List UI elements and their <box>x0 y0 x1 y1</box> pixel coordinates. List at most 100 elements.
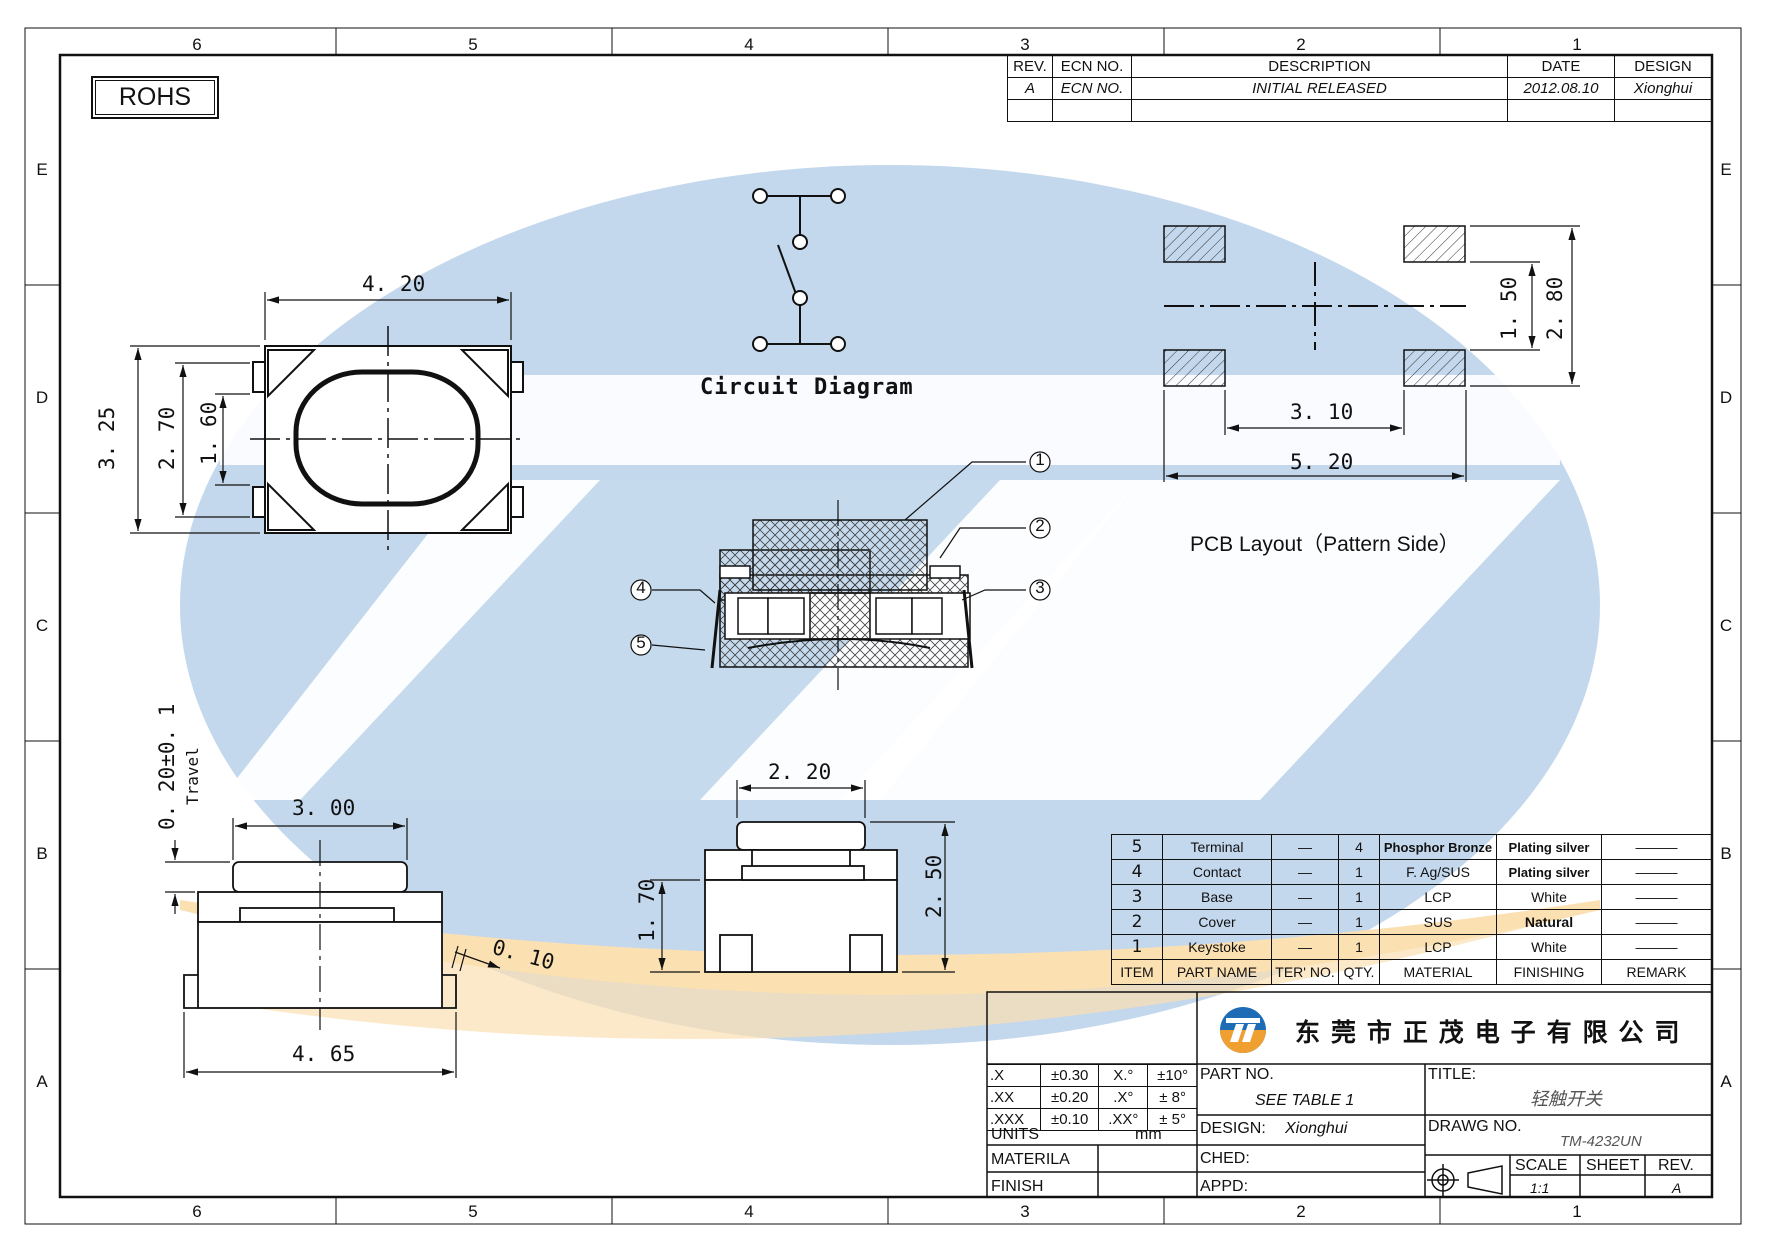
tol-format: .XX <box>987 1086 1041 1109</box>
part-no-value: SEE TABLE 1 <box>1255 1092 1355 1109</box>
rev-label: REV. <box>1658 1157 1694 1174</box>
part-finishing: White <box>1496 884 1602 910</box>
parts-row: 4 Contact — 1 F. Ag/SUS Plating silver —… <box>1111 859 1712 885</box>
dim-front-body-height: 1. 70 <box>635 878 659 942</box>
description-value: INITIAL RELEASED <box>1131 77 1508 100</box>
part-qty: 4 <box>1338 834 1380 860</box>
item-header: ITEM <box>1111 959 1163 985</box>
dim-pcb-overall-y: 2. 80 <box>1543 276 1567 340</box>
revision-empty-row <box>1007 99 1712 122</box>
zone-bottom-6: 6 <box>192 1202 202 1221</box>
zone-bottom-1: 1 <box>1572 1202 1582 1221</box>
side-view <box>183 840 457 1030</box>
tolerance-row: .XXX ±0.10 .XX° ± 5° <box>987 1108 1197 1131</box>
zone-right-a: A <box>1720 1072 1732 1091</box>
top-view <box>250 326 526 555</box>
date-value: 2012.08.10 <box>1507 77 1615 100</box>
dim-top-height-inner: 1. 60 <box>197 401 221 465</box>
part-ter: — <box>1271 934 1339 960</box>
part-remark: ——— <box>1601 834 1712 860</box>
part-item: 3 <box>1111 884 1163 910</box>
tolerance-table: .X ±0.30 X.° ±10° .XX ±0.20 .X° ± 8° .XX… <box>987 1064 1197 1131</box>
rohs-label: ROHS <box>95 80 215 115</box>
date-header: DATE <box>1507 55 1615 78</box>
rev-header: REV. <box>1007 55 1053 78</box>
dim-pcb-pitch-y: 1. 50 <box>1497 276 1521 340</box>
zone-bottom-4: 4 <box>744 1202 754 1221</box>
finish-label: FINISH <box>991 1178 1044 1195</box>
part-item: 5 <box>1111 834 1163 860</box>
pcb-layout <box>1163 225 1466 387</box>
part-material: LCP <box>1379 884 1497 910</box>
zone-top-5: 5 <box>468 35 478 54</box>
part-remark: ——— <box>1601 859 1712 885</box>
zone-right-d: D <box>1719 388 1733 407</box>
zone-left-b: B <box>36 844 48 863</box>
parts-row: 5 Terminal — 4 Phosphor Bronze Plating s… <box>1111 834 1712 860</box>
zone-left-e: E <box>36 160 48 179</box>
dim-pcb-overall-x: 5. 20 <box>1290 450 1354 474</box>
part-remark: ——— <box>1601 934 1712 960</box>
design-name: Xionghui <box>1285 1120 1348 1137</box>
parts-row: 3 Base — 1 LCP White ——— <box>1111 884 1712 910</box>
part-remark: ——— <box>1601 909 1712 935</box>
tol-value: ±0.20 <box>1039 1086 1100 1109</box>
dim-front-cap-width: 2. 20 <box>768 760 832 784</box>
zone-right-b: B <box>1720 844 1732 863</box>
company-name: 东 莞 市 正 茂 电 子 有 限 公 司 <box>1295 1019 1682 1047</box>
approved-label: APPD: <box>1200 1178 1249 1195</box>
finishing-header: FINISHING <box>1496 959 1602 985</box>
rohs-badge: ROHS <box>91 76 219 119</box>
zone-bottom-3: 3 <box>1020 1202 1030 1221</box>
zone-top-3: 3 <box>1020 35 1030 54</box>
balloon-5: 5 <box>636 633 646 652</box>
zone-top-1: 1 <box>1572 35 1582 54</box>
balloon-2: 2 <box>1035 516 1045 535</box>
parts-row: 1 Keystoke — 1 LCP White ——— <box>1111 934 1712 960</box>
zone-right-e: E <box>1720 160 1732 179</box>
zone-top-4: 4 <box>744 35 754 54</box>
front-view-dimensions <box>650 780 955 973</box>
projection-symbol <box>1427 1164 1503 1196</box>
sheet-label: SHEET <box>1586 1157 1640 1174</box>
part-name: Keystoke <box>1162 934 1272 960</box>
part-finishing: White <box>1496 934 1602 960</box>
part-no-label: PART NO. <box>1200 1066 1274 1083</box>
checked-label: CHED: <box>1200 1150 1250 1167</box>
units-label: UNITS <box>991 1126 1039 1143</box>
part-qty: 1 <box>1338 859 1380 885</box>
part-qty: 1 <box>1338 934 1380 960</box>
tol-format: .X <box>987 1064 1041 1087</box>
rev-value-tb: A <box>1672 1180 1682 1196</box>
zone-top-6: 6 <box>192 35 202 54</box>
part-name: Contact <box>1162 859 1272 885</box>
tol-angle-value: ±10° <box>1147 1064 1197 1087</box>
dim-pcb-pitch-x: 3. 10 <box>1290 400 1354 424</box>
part-remark: ——— <box>1601 884 1712 910</box>
part-name: Cover <box>1162 909 1272 935</box>
tolerance-row: .X ±0.30 X.° ±10° <box>987 1064 1197 1087</box>
part-name-header: PART NAME <box>1162 959 1272 985</box>
part-item: 4 <box>1111 859 1163 885</box>
zone-left-a: A <box>36 1072 48 1091</box>
dim-side-base-width: 4. 65 <box>292 1042 356 1066</box>
parts-table: 5 Terminal — 4 Phosphor Bronze Plating s… <box>1111 834 1712 985</box>
pcb-dimensions <box>1163 225 1580 482</box>
description-header: DESCRIPTION <box>1131 55 1508 78</box>
design-header: DESIGN <box>1614 55 1712 78</box>
material-label: MATERILA <box>991 1151 1070 1168</box>
dim-front-total-height: 2. 50 <box>922 854 946 918</box>
front-view <box>704 821 898 973</box>
parts-row: 2 Cover — 1 SUS Natural ——— <box>1111 909 1712 935</box>
zone-left-c: C <box>35 616 49 635</box>
balloon-3: 3 <box>1035 578 1045 597</box>
part-finishing: Plating silver <box>1496 859 1602 885</box>
tol-value: ±0.30 <box>1039 1064 1100 1087</box>
section-leaders <box>630 451 1051 656</box>
section-view <box>710 500 974 690</box>
zone-bottom-5: 5 <box>468 1202 478 1221</box>
part-item: 2 <box>1111 909 1163 935</box>
material-header: MATERIAL <box>1379 959 1497 985</box>
part-material: LCP <box>1379 934 1497 960</box>
tol-angle: X.° <box>1098 1064 1149 1087</box>
